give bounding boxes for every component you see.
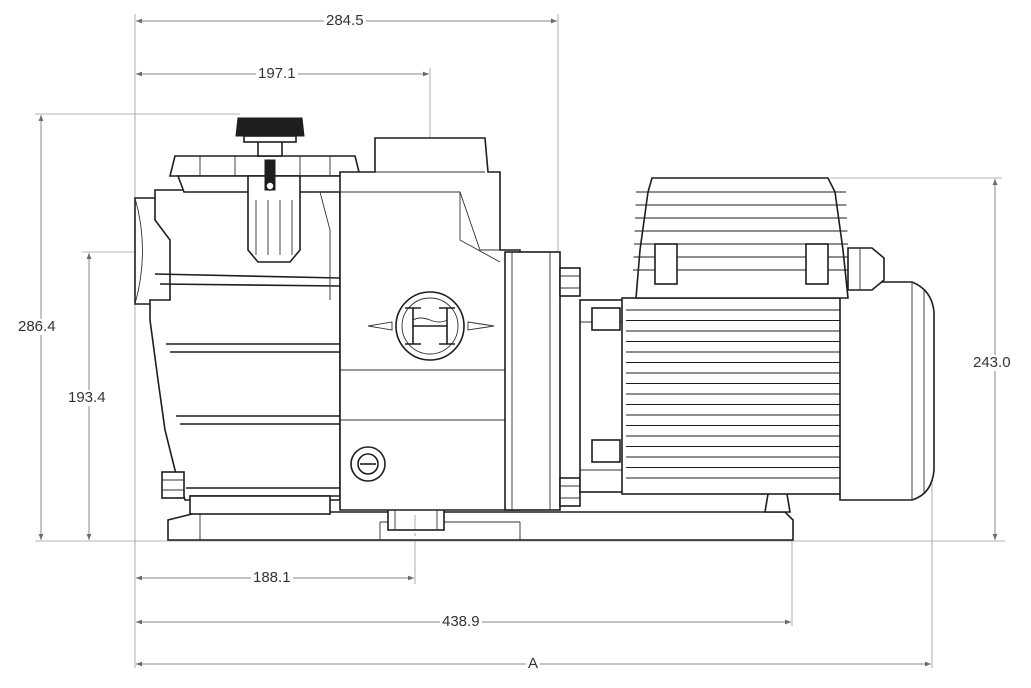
dimension-base-offset: 188.1 xyxy=(251,569,293,586)
dimension-base-length: 438.9 xyxy=(440,613,482,630)
dimension-left-height: 286.4 xyxy=(16,318,58,335)
dimension-right-height: 243.0 xyxy=(971,354,1013,371)
pump-housing xyxy=(339,137,581,511)
strainer-pot xyxy=(134,117,362,515)
dimension-overall-length: A xyxy=(526,655,541,672)
dimension-top-offset: 197.1 xyxy=(256,65,298,82)
motor xyxy=(579,177,935,501)
dimension-inlet-height: 193.4 xyxy=(66,389,108,406)
dimension-top-width: 284.5 xyxy=(324,12,366,29)
hayward-h-logo-icon xyxy=(367,291,495,361)
